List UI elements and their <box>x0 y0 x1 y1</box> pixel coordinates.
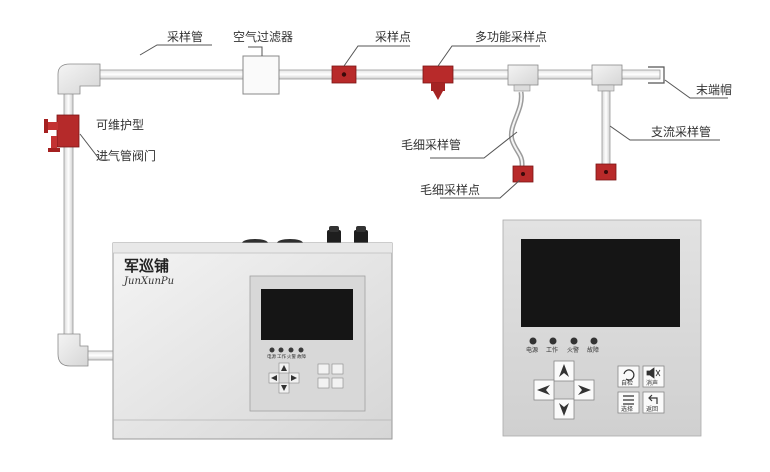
indicator-fire-label: 火警 <box>567 346 579 354</box>
mute-button[interactable]: 消声 <box>642 365 665 388</box>
select-button[interactable]: 选择 <box>617 391 640 414</box>
mute-icon <box>646 367 661 379</box>
svg-text:返回: 返回 <box>646 406 658 413</box>
svg-text:工作: 工作 <box>277 353 286 360</box>
arrow-left-button[interactable] <box>533 379 555 401</box>
control-panel: 电源 工作 火警 故障 <box>502 219 702 437</box>
device-function-keys <box>317 363 344 389</box>
device-screen <box>261 289 353 340</box>
arrow-up-icon <box>559 364 569 377</box>
label-valve-line1: 可维护型 <box>96 118 144 132</box>
svg-text:电源: 电源 <box>267 353 276 360</box>
label-valve-line2: 进气管阀门 <box>96 148 156 163</box>
sampling-point <box>331 65 357 84</box>
svg-text:消声: 消声 <box>646 379 658 387</box>
arrow-left-icon <box>537 385 550 395</box>
label-air-filter: 空气过滤器 <box>233 29 293 44</box>
arrow-down-button[interactable] <box>553 398 575 420</box>
label-multi-sampling-point: 多功能采样点 <box>475 29 547 44</box>
panel-indicators: 电源 工作 火警 故障 <box>526 337 599 354</box>
capillary-sampling-point <box>512 165 534 183</box>
label-capillary-pipe: 毛细采样管 <box>401 137 461 152</box>
arrow-right-icon <box>578 385 591 395</box>
label-branch-pipe: 支流采样管 <box>651 124 711 139</box>
device-arrow-keypad <box>268 362 300 394</box>
tee-fitting-2 <box>591 64 623 92</box>
panel-arrow-keypad <box>533 360 595 420</box>
svg-text:故障: 故障 <box>297 353 306 360</box>
device-indicators: 电源 工作 火警 故障 <box>267 347 306 360</box>
labels: 采样管 空气过滤器 采样点 多功能采样点 末端帽 可维护型 进气管阀门 毛细采样… <box>96 29 732 197</box>
label-capillary-point: 毛细采样点 <box>420 182 480 197</box>
arrow-up-button[interactable] <box>553 360 575 382</box>
panel-screen <box>521 239 680 327</box>
maintenance-valve <box>44 114 80 152</box>
label-sampling-pipe: 采样管 <box>167 29 203 44</box>
label-end-cap: 末端帽 <box>696 82 732 97</box>
detector-device: 军巡铺 JunXunPu 电源 工作 火警 故障 <box>112 226 393 440</box>
arrow-right-button[interactable] <box>573 379 595 401</box>
indicator-fault-label: 故障 <box>587 346 599 354</box>
label-sampling-point: 采样点 <box>375 29 411 44</box>
indicator-work-label: 工作 <box>546 346 558 354</box>
back-icon <box>648 394 658 404</box>
pipe-network <box>57 63 665 367</box>
arrow-down-icon <box>559 403 569 416</box>
refresh-icon <box>623 369 635 381</box>
branch-sampling-point <box>595 163 617 181</box>
back-button[interactable]: 返回 <box>642 391 665 414</box>
svg-text:选择: 选择 <box>621 405 633 413</box>
multi-sampling-point <box>422 65 454 100</box>
leader-lines <box>79 44 728 199</box>
menu-icon <box>623 395 634 405</box>
brand-logo-en: JunXunPu <box>122 276 174 287</box>
tee-fitting-1 <box>507 64 539 92</box>
indicator-power-label: 电源 <box>526 346 538 354</box>
branch-pipe <box>601 90 611 166</box>
self-test-button[interactable]: 自检 <box>617 365 640 388</box>
brand-logo-cn: 军巡铺 <box>124 257 169 275</box>
svg-text:自检: 自检 <box>621 379 633 387</box>
svg-text:火警: 火警 <box>287 353 296 360</box>
air-filter <box>242 55 280 95</box>
